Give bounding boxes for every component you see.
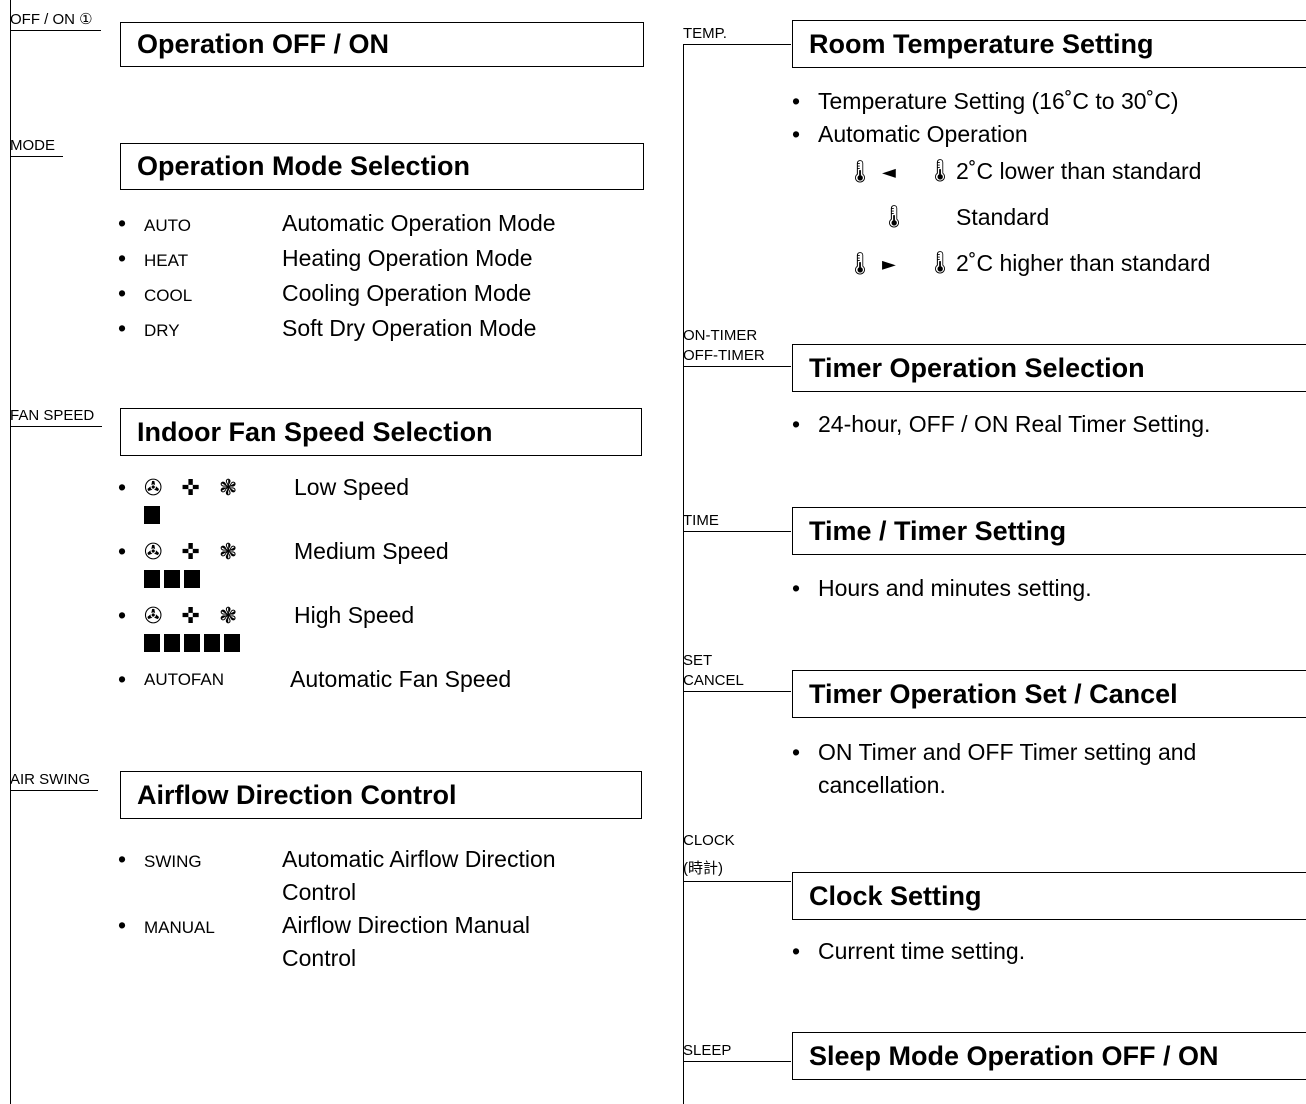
- left-column-rule: [10, 0, 11, 1104]
- power-button-label[interactable]: OFF / ON ①: [10, 10, 101, 31]
- thermometer-icon: 🌡: [846, 252, 874, 277]
- thermometer-icon: 🌡: [846, 160, 874, 185]
- time-list: Hours and minutes setting.: [792, 572, 1302, 605]
- temp-lower-row: 🌡 ◄ 🌡 2˚C lower than standard: [846, 155, 1201, 201]
- temp-higher-row: 🌡 ► 🌡 2˚C higher than standard: [846, 247, 1210, 293]
- fan-section-title: Indoor Fan Speed Selection: [120, 408, 642, 456]
- clock-item: Current time setting.: [792, 935, 1302, 968]
- setcancel-list: ON Timer and OFF Timer setting andcancel…: [792, 736, 1302, 802]
- temp-button-label[interactable]: TEMP.: [683, 24, 791, 45]
- on-off-timer-button-label[interactable]: ON-TIMER OFF-TIMER: [683, 326, 791, 367]
- temp-section-title: Room Temperature Setting: [792, 20, 1306, 68]
- temp-range-item: Temperature Setting (16˚C to 30˚C): [792, 85, 1302, 118]
- sleep-section-title: Sleep Mode Operation OFF / ON: [792, 1032, 1306, 1080]
- fan-item-medium: • ✇ ✜ ❃ Medium Speed: [118, 536, 638, 600]
- arrow-left-icon: ◄: [882, 162, 896, 183]
- mode-button-label[interactable]: MODE: [10, 136, 63, 157]
- fan-item-high: • ✇ ✜ ❃ High Speed: [118, 600, 638, 664]
- fan-level-bars-1: [144, 506, 160, 524]
- fan-item-auto: • AUTOFAN Automatic Fan Speed: [118, 666, 512, 692]
- fan-icon: ✇ ✜ ❃: [144, 540, 244, 565]
- time-item: Hours and minutes setting.: [792, 572, 1302, 605]
- setcancel-item: ON Timer and OFF Timer setting andcancel…: [792, 736, 1302, 802]
- power-section-title: Operation OFF / ON: [120, 22, 644, 67]
- thermometer-icon: 🌡: [880, 205, 908, 230]
- fan-icon: ✇ ✜ ❃: [144, 476, 244, 501]
- right-column-rule: [683, 44, 684, 1104]
- timer-list: 24-hour, OFF / ON Real Timer Setting.: [792, 408, 1302, 441]
- mode-section-title: Operation Mode Selection: [120, 143, 644, 190]
- timer-item: 24-hour, OFF / ON Real Timer Setting.: [792, 408, 1302, 441]
- fan-speed-list: • ✇ ✜ ❃ Low Speed • ✇ ✜ ❃ Medium Speed •…: [118, 472, 638, 698]
- set-cancel-button-label[interactable]: SET CANCEL: [683, 651, 791, 692]
- temp-list: Temperature Setting (16˚C to 30˚C) Autom…: [792, 85, 1302, 151]
- fan-speed-button-label[interactable]: FAN SPEED: [10, 406, 103, 427]
- swing-section-title: Airflow Direction Control: [120, 771, 642, 819]
- time-section-title: Time / Timer Setting: [792, 507, 1306, 555]
- setcancel-section-title: Timer Operation Set / Cancel: [792, 670, 1306, 718]
- time-button-label[interactable]: TIME: [683, 511, 791, 532]
- temp-standard-row: 🌡 Standard: [846, 201, 1049, 247]
- temp-auto-item: Automatic Operation: [792, 118, 1302, 151]
- fan-level-bars-5: [144, 634, 240, 652]
- clock-button-label[interactable]: CLOCK (時計): [683, 831, 791, 882]
- arrow-right-icon: ►: [882, 254, 896, 275]
- fan-icon: ✇ ✜ ❃: [144, 604, 244, 629]
- thermometer-icon: 🌡: [926, 251, 954, 276]
- temp-auto-offsets: 🌡 ◄ 🌡 2˚C lower than standard 🌡 Standard…: [846, 155, 1210, 293]
- clock-section-title: Clock Setting: [792, 872, 1306, 920]
- thermometer-icon: 🌡: [926, 159, 954, 184]
- clock-list: Current time setting.: [792, 935, 1302, 968]
- timer-section-title: Timer Operation Selection: [792, 344, 1306, 392]
- fan-item-low: • ✇ ✜ ❃ Low Speed: [118, 472, 638, 536]
- air-swing-button-label[interactable]: AIR SWING: [10, 770, 99, 791]
- sleep-button-label[interactable]: SLEEP: [683, 1041, 791, 1062]
- fan-level-bars-3: [144, 570, 200, 588]
